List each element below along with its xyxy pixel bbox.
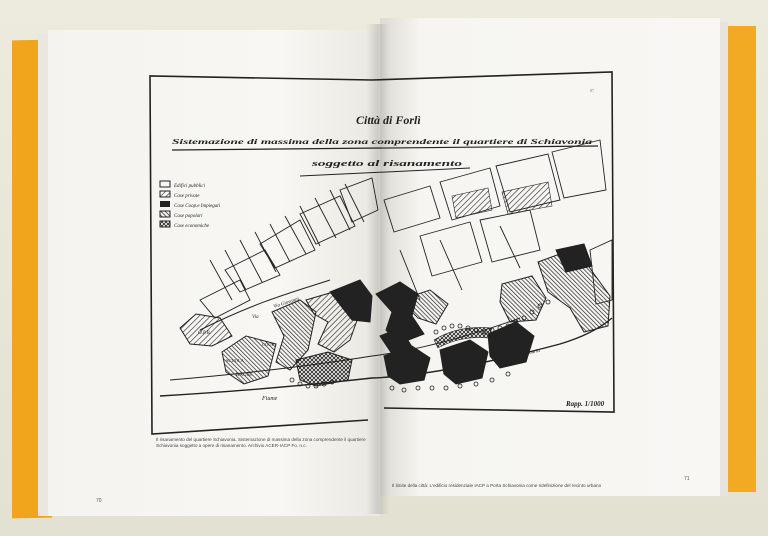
label-coop: COOP (262, 342, 275, 347)
garden-bed (433, 327, 493, 349)
label-scuola: SCUOLA (226, 358, 245, 363)
map-title-line1: Sistemazione di massima della zona compr… (172, 137, 593, 146)
label-fiume: Fiume (261, 396, 278, 402)
old-city-hatched-right (451, 181, 553, 219)
map-frame-right (371, 71, 615, 413)
book-gutter (366, 24, 390, 514)
left-page-number: 70 (96, 498, 102, 504)
legend-swatch-public (159, 180, 171, 188)
label-opb: O.P.B. (198, 331, 211, 336)
label-via: Via (252, 315, 259, 320)
right-page (380, 18, 720, 496)
new-blocks-left (179, 279, 373, 387)
legend-swatch-popular (159, 210, 171, 218)
page-mark: 87 (590, 88, 594, 93)
label-salisburia: Salisburia (519, 349, 541, 358)
map-title-line2: soggetto al risanamento (310, 159, 462, 168)
legend-label-1: Case private (174, 194, 200, 199)
legend-label-2: Case Coop.e Impiegati (174, 204, 221, 209)
left-caption: Il risanamento del quartiere Schiavonia.… (156, 437, 366, 448)
legend-label-0: Edifici pubblici (173, 184, 206, 189)
right-page-number: 71 (684, 476, 690, 482)
legend-swatch-coop (160, 201, 170, 207)
label-bagni: BAGNI (236, 373, 252, 378)
legend-label-3: Case popolari (174, 214, 203, 219)
legend-swatch-private (159, 190, 171, 198)
left-page (48, 30, 380, 516)
right-caption: Il limite della città: L'edificio reside… (392, 483, 602, 488)
map-frame-left (149, 75, 373, 435)
legend-swatch-economic (159, 220, 171, 228)
map-title-city: Città di Forlì (356, 113, 421, 127)
old-city-blocks (199, 177, 379, 319)
scale-label: Rapp. 1/1000 (565, 400, 605, 408)
legend-label-4: Case economiche (174, 224, 210, 229)
new-blocks-right (375, 243, 611, 385)
